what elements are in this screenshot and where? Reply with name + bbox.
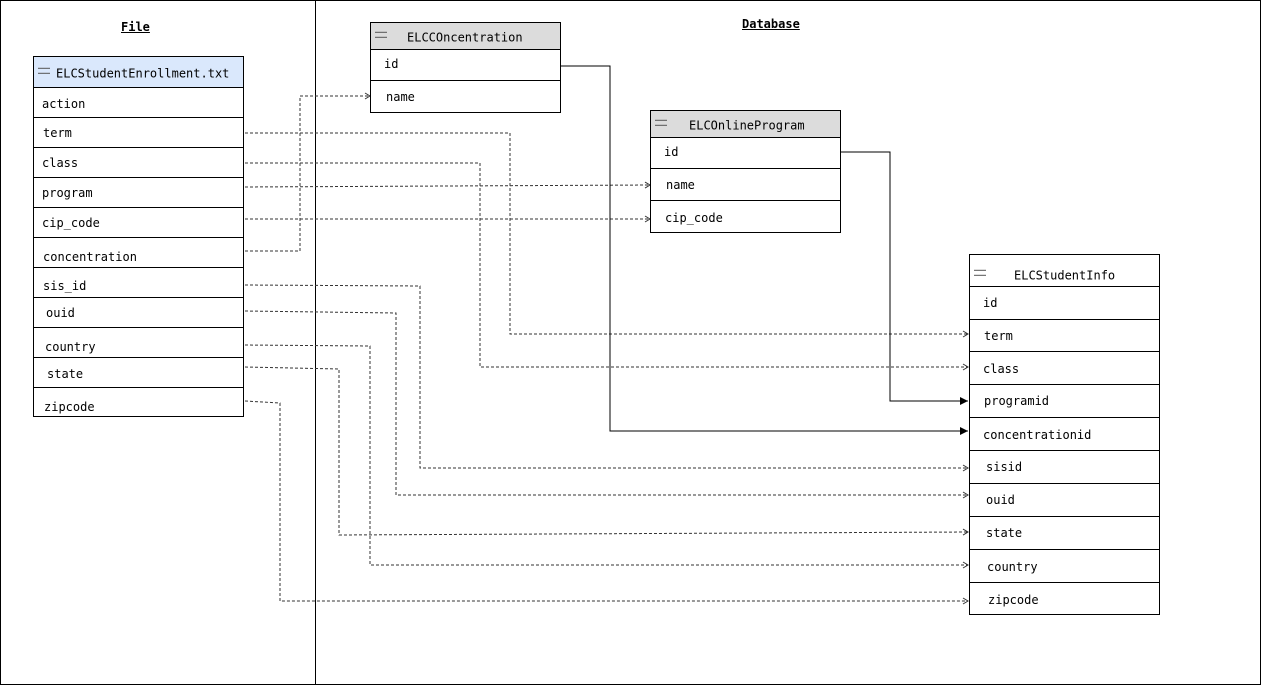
enrollment-field-row: term [34, 118, 243, 148]
student-info-field-row: class [970, 352, 1159, 385]
enrollment-field-row: program [34, 178, 243, 208]
online-program-table-header: ELCOnlineProgram [651, 111, 840, 138]
field-cip-code: cip_code [42, 216, 100, 230]
collapse-icon[interactable] [655, 119, 667, 126]
field-state: state [47, 367, 84, 381]
link-state-to-state [244, 366, 969, 536]
collapse-icon[interactable] [974, 269, 986, 276]
field-class: class [42, 156, 79, 170]
field-sisid: sisid [986, 460, 1023, 474]
student-info-field-row: term [970, 320, 1159, 352]
link-program-to-name [244, 181, 651, 189]
field-term: term [984, 329, 1013, 343]
link-country-to-country [244, 344, 969, 569]
student-info-field-row: zipcode [970, 583, 1159, 615]
student-info-table: ELCStudentInfo id term class programid c… [969, 254, 1160, 615]
link-term-to-term [245, 132, 969, 338]
concentration-field-row: name [371, 81, 560, 112]
online-program-field-row: cip_code [651, 201, 840, 232]
student-info-field-row: id [970, 287, 1159, 320]
field-country: country [987, 560, 1038, 574]
field-program: program [42, 186, 93, 200]
field-name: name [666, 178, 695, 192]
student-info-field-row: sisid [970, 451, 1159, 484]
field-country: country [45, 340, 96, 354]
student-info-field-row: state [970, 517, 1159, 550]
section-divider [315, 0, 316, 685]
enrollment-field-row: zipcode [34, 388, 243, 417]
field-programid: programid [984, 394, 1050, 408]
field-sis-id: sis_id [43, 279, 87, 293]
field-concentration: concentration [43, 250, 137, 264]
concentration-table-header: ELCCOncentration [371, 23, 560, 50]
field-term: term [43, 126, 72, 140]
field-id: id [664, 145, 679, 159]
field-name: name [386, 90, 415, 104]
field-ouid: ouid [46, 306, 75, 320]
enrollment-field-row: concentration [34, 238, 243, 268]
concentration-table: ELCCOncentration id name [370, 22, 561, 113]
field-zipcode: zipcode [44, 400, 95, 414]
field-zipcode: zipcode [988, 593, 1039, 607]
link-class-to-class [245, 162, 969, 371]
student-info-field-row: concentrationid [970, 418, 1159, 451]
enrollment-field-row: ouid [34, 298, 243, 328]
enrollment-field-row: action [34, 88, 243, 118]
field-concentrationid: concentrationid [983, 428, 1092, 442]
field-cip-code: cip_code [665, 211, 723, 225]
online-program-field-row: id [651, 138, 840, 169]
link-ouid-to-ouid [244, 310, 969, 499]
link-zipcode-to-zipcode [244, 400, 969, 605]
database-section-label: Database [742, 17, 800, 31]
enrollment-table-header: ELCStudentEnrollment.txt [34, 57, 243, 88]
collapse-icon[interactable] [38, 67, 50, 74]
enrollment-field-row: country [34, 328, 243, 358]
student-info-table-title: ELCStudentInfo [1014, 267, 1116, 282]
student-info-field-row: programid [970, 385, 1159, 418]
link-concentration-to-name [245, 92, 371, 252]
field-class: class [983, 362, 1020, 376]
concentration-field-row: id [371, 50, 560, 81]
collapse-icon[interactable] [375, 31, 387, 38]
online-program-field-row: name [651, 169, 840, 201]
link-concentration-id-to-concentrationid [561, 65, 968, 435]
concentration-table-title: ELCCOncentration [407, 30, 523, 45]
file-section-label: File [121, 20, 150, 34]
student-info-table-header: ELCStudentInfo [970, 255, 1159, 287]
enrollment-field-row: class [34, 148, 243, 178]
field-ouid: ouid [986, 493, 1015, 507]
enrollment-table-title: ELCStudentEnrollment.txt [56, 66, 230, 81]
field-state: state [986, 526, 1023, 540]
online-program-table: ELCOnlineProgram id name cip_code [650, 110, 841, 233]
online-program-table-title: ELCOnlineProgram [689, 118, 805, 133]
field-id: id [983, 296, 998, 310]
student-info-field-row: country [970, 550, 1159, 583]
enrollment-field-row: cip_code [34, 208, 243, 238]
enrollment-field-row: state [34, 358, 243, 388]
field-id: id [384, 57, 399, 71]
link-sisid-to-sisid [244, 284, 969, 472]
student-info-field-row: ouid [970, 484, 1159, 517]
enrollment-field-row: sis_id [34, 268, 243, 298]
enrollment-file-table: ELCStudentEnrollment.txt action term cla… [33, 56, 244, 417]
link-onlineprogram-id-to-programid [841, 151, 968, 405]
field-action: action [42, 97, 86, 111]
